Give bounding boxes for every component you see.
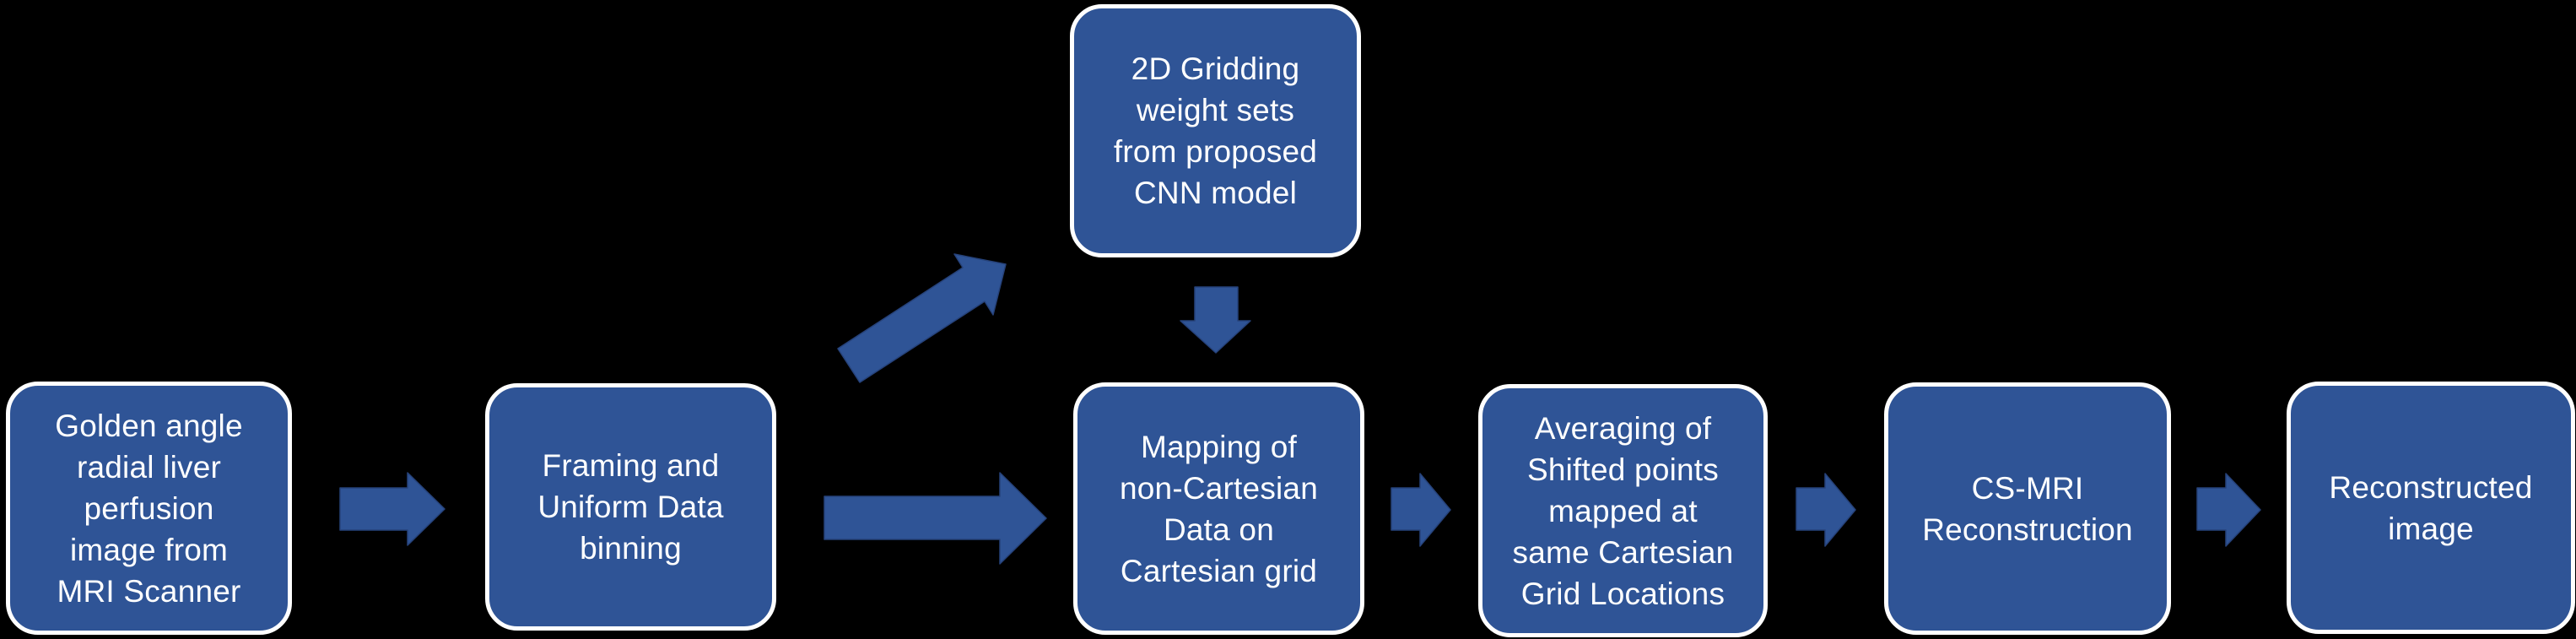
flow-step-mapping: Mapping of non-Cartesian Data on Cartesi… <box>1073 382 1364 635</box>
arrow-csmri-to-reconstructed <box>2196 473 2261 547</box>
arrow-framing-to-cnn-weights <box>837 253 1007 383</box>
flow-step-reconstructed: Reconstructed image <box>2287 382 2575 634</box>
flow-step-reconstructed-label: Reconstructed image <box>2329 469 2533 546</box>
flow-step-cs-mri-label: CS-MRI Reconstruction <box>1922 470 2133 547</box>
flow-step-cs-mri: CS-MRI Reconstruction <box>1884 382 2171 635</box>
flow-step-framing: Framing and Uniform Data binning <box>485 383 776 631</box>
flow-step-mri-input-label: Golden angle radial liver perfusion imag… <box>55 408 243 609</box>
flow-step-cnn-weights: 2D Gridding weight sets from proposed CN… <box>1070 4 1361 257</box>
arrow-mapping-to-averaging <box>1391 473 1451 547</box>
arrow-framing-to-mapping <box>824 472 1047 565</box>
arrow-averaging-to-csmri <box>1796 473 1856 547</box>
flow-step-mri-input: Golden angle radial liver perfusion imag… <box>6 382 292 635</box>
flow-step-framing-label: Framing and Uniform Data binning <box>537 448 724 566</box>
flow-step-cnn-weights-label: 2D Gridding weight sets from proposed CN… <box>1113 51 1318 210</box>
arrow-cnn-weights-to-mapping <box>1180 286 1251 354</box>
flow-step-averaging-label: Averaging of Shifted points mapped at sa… <box>1512 410 1734 611</box>
arrow-mri-to-framing <box>339 472 446 546</box>
flow-step-averaging: Averaging of Shifted points mapped at sa… <box>1478 384 1768 637</box>
flow-step-mapping-label: Mapping of non-Cartesian Data on Cartesi… <box>1119 429 1318 588</box>
